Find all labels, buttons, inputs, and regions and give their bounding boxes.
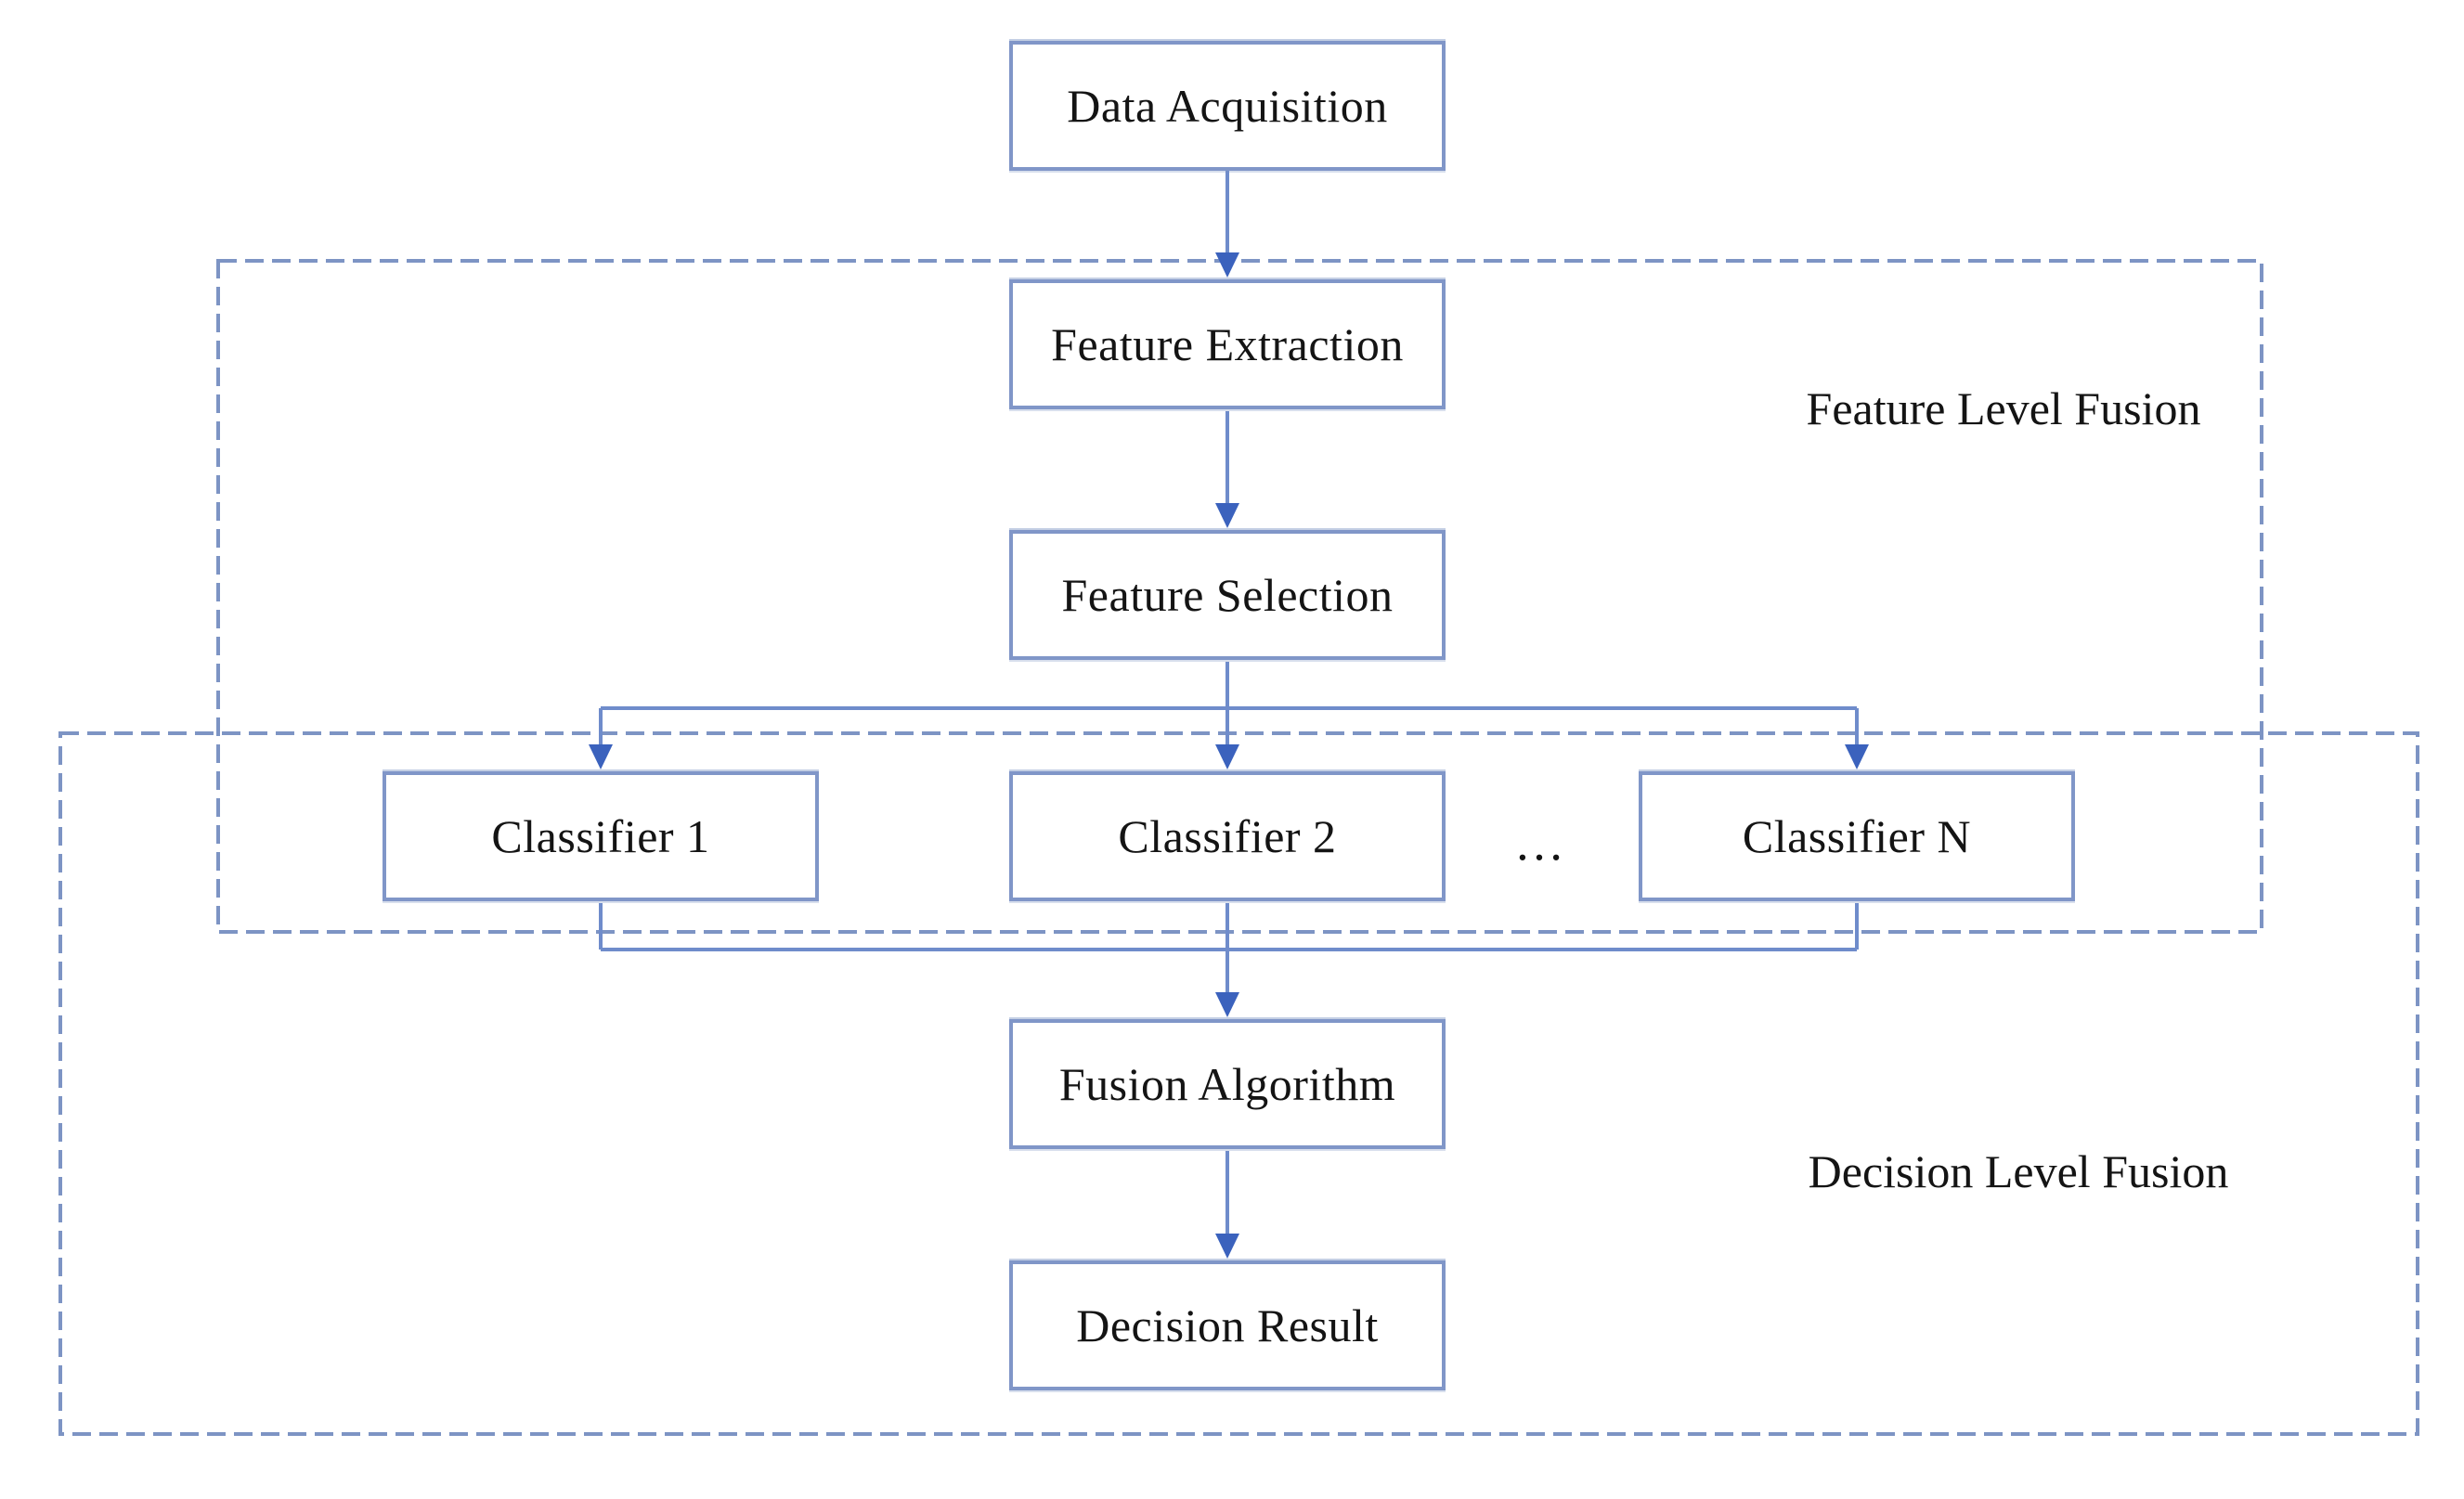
- feature-level-fusion-region-border: [216, 259, 2263, 934]
- decision-level-fusion-region-border: [58, 731, 2419, 1436]
- node-data-acquisition: Data Acquisition: [1009, 41, 1446, 171]
- node-feature-extraction: Feature Extraction: [1009, 279, 1446, 409]
- arrowhead-into-classifier-n: [1845, 744, 1869, 769]
- arrowhead-into-classifier-2: [1215, 744, 1239, 769]
- node-feature-selection: Feature Selection: [1009, 530, 1446, 660]
- node-label: Classifier 2: [1118, 810, 1337, 862]
- node-label: Data Acquisition: [1067, 80, 1388, 132]
- node-label: Decision Result: [1076, 1299, 1379, 1351]
- node-label: Classifier 1: [491, 810, 710, 862]
- node-classifier-1: Classifier 1: [383, 771, 819, 901]
- branch-feature-selection-to-classifiers: [589, 662, 1869, 769]
- node-label: Feature Selection: [1061, 569, 1394, 621]
- node-fusion-algorithm: Fusion Algorithm: [1009, 1019, 1446, 1149]
- node-label: Fusion Algorithm: [1058, 1058, 1396, 1110]
- node-decision-result: Decision Result: [1009, 1260, 1446, 1390]
- arrow-data-acquisition-to-feature-extraction: [1215, 171, 1239, 278]
- node-label: Classifier N: [1742, 810, 1972, 862]
- arrowhead-into-classifier-1: [589, 744, 613, 769]
- ellipsis-classifiers: …: [1514, 815, 1570, 871]
- arrowhead-into-fusion-algorithm: [1215, 992, 1239, 1017]
- node-label: Feature Extraction: [1051, 318, 1404, 370]
- merge-classifiers-to-fusion-algorithm: [599, 903, 1859, 1017]
- region-label-decision-level-fusion: Decision Level Fusion: [1808, 1145, 2229, 1197]
- node-classifier-n: Classifier N: [1639, 771, 2075, 901]
- node-classifier-2: Classifier 2: [1009, 771, 1446, 901]
- arrow-feature-extraction-to-feature-selection: [1215, 411, 1239, 528]
- region-label-feature-level-fusion: Feature Level Fusion: [1806, 382, 2201, 434]
- arrow-fusion-algorithm-to-decision-result: [1215, 1151, 1239, 1259]
